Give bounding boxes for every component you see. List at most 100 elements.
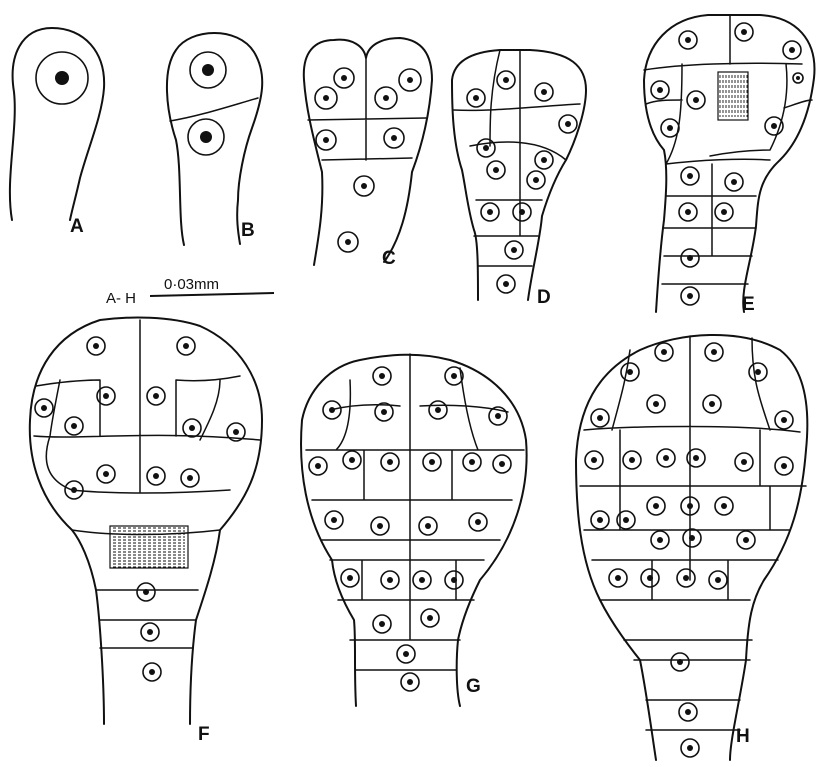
cell-nucleolus [743, 537, 749, 543]
cell-nucleolus [427, 615, 433, 621]
cell-nucleolus [381, 409, 387, 415]
cell-nucleolus [647, 575, 653, 581]
cell-nucleolus [565, 121, 571, 127]
cell-nucleolus [683, 575, 689, 581]
cell-nucleolus [781, 417, 787, 423]
cell-nucleolus [55, 71, 69, 85]
panel-f-label: F [198, 724, 210, 745]
cell-nucleolus [741, 459, 747, 465]
cell-nucleolus [687, 503, 693, 509]
cell-nucleolus [451, 577, 457, 583]
cell-nucleolus [71, 423, 77, 429]
cell-nucleolus [796, 76, 800, 80]
cell-nucleolus [693, 97, 699, 103]
cell-nucleolus [657, 87, 663, 93]
cell-nucleolus [93, 343, 99, 349]
cell-nucleolus [661, 349, 667, 355]
scale-bar-range-label: A- H [106, 290, 136, 307]
cell-nucleolus [202, 64, 214, 76]
cell-nucleolus [657, 537, 663, 543]
cell-nucleolus [407, 679, 413, 685]
cell-nucleolus [183, 343, 189, 349]
cell-nucleolus [391, 135, 397, 141]
cell-nucleolus [103, 471, 109, 477]
cell-nucleolus [377, 523, 383, 529]
cell-nucleolus [709, 401, 715, 407]
cell-nucleolus [627, 369, 633, 375]
panel-a-label: A [70, 216, 84, 237]
cell-nucleolus [687, 173, 693, 179]
cell-nucleolus [149, 669, 155, 675]
cell-nucleolus [615, 575, 621, 581]
cell-nucleolus [789, 47, 795, 53]
cell-nucleolus [685, 709, 691, 715]
panel-h-label: H [736, 726, 750, 747]
cell-nucleolus [361, 183, 367, 189]
panel-b-label: B [241, 220, 255, 241]
cell-nucleolus [687, 293, 693, 299]
cell-nucleolus [493, 167, 499, 173]
cell-nucleolus [597, 517, 603, 523]
cell-nucleolus [143, 589, 149, 595]
cell-nucleolus [663, 455, 669, 461]
cell-nucleolus [533, 177, 539, 183]
cell-nucleolus [425, 523, 431, 529]
cell-nucleolus [379, 373, 385, 379]
panel-e-label: E [742, 294, 755, 315]
cell-nucleolus [511, 247, 517, 253]
cell-nucleolus [591, 457, 597, 463]
cell-nucleolus [653, 503, 659, 509]
cell-nucleolus [429, 459, 435, 465]
cell-nucleolus [499, 461, 505, 467]
cell-nucleolus [147, 629, 153, 635]
cell-nucleolus [451, 373, 457, 379]
cell-nucleolus [153, 473, 159, 479]
cell-nucleolus [329, 407, 335, 413]
cell-nucleolus [483, 145, 489, 151]
cell-nucleolus [475, 519, 481, 525]
cell-nucleolus [345, 239, 351, 245]
scale-bar-value-label: 0·03mm [164, 276, 219, 293]
cell-nucleolus [323, 137, 329, 143]
cell-nucleolus [435, 407, 441, 413]
cell-nucleolus [383, 95, 389, 101]
cell-nucleolus [541, 89, 547, 95]
cell-nucleolus [41, 405, 47, 411]
cell-nucleolus [711, 349, 717, 355]
panel-d-label: D [537, 287, 551, 308]
cell-nucleolus [685, 37, 691, 43]
cell-nucleolus [519, 209, 525, 215]
cell-nucleolus [677, 659, 683, 665]
cell-nucleolus [541, 157, 547, 163]
cell-nucleolus [721, 209, 727, 215]
cell-nucleolus [387, 459, 393, 465]
cell-nucleolus [721, 503, 727, 509]
cell-nucleolus [715, 577, 721, 583]
cell-nucleolus [653, 401, 659, 407]
cell-nucleolus [693, 455, 699, 461]
panel-c-label: C [382, 248, 396, 269]
cell-nucleolus [200, 131, 212, 143]
cell-nucleolus [597, 415, 603, 421]
cell-nucleolus [771, 123, 777, 129]
cell-nucleolus [495, 413, 501, 419]
cell-nucleolus [379, 621, 385, 627]
cell-nucleolus [323, 95, 329, 101]
cell-nucleolus [687, 255, 693, 261]
cell-nucleolus [315, 463, 321, 469]
cell-nucleolus [755, 369, 761, 375]
cell-nucleolus [687, 745, 693, 751]
cell-nucleolus [731, 179, 737, 185]
cell-nucleolus [403, 651, 409, 657]
cell-nucleolus [189, 425, 195, 431]
cell-nucleolus [667, 125, 673, 131]
cell-nucleolus [349, 457, 355, 463]
cell-nucleolus [469, 459, 475, 465]
cell-nucleolus [487, 209, 493, 215]
cell-nucleolus [331, 517, 337, 523]
cell-nucleolus [503, 77, 509, 83]
cell-nucleolus [233, 429, 239, 435]
cell-nucleolus [781, 463, 787, 469]
cell-nucleolus [347, 575, 353, 581]
cell-nucleolus [629, 457, 635, 463]
